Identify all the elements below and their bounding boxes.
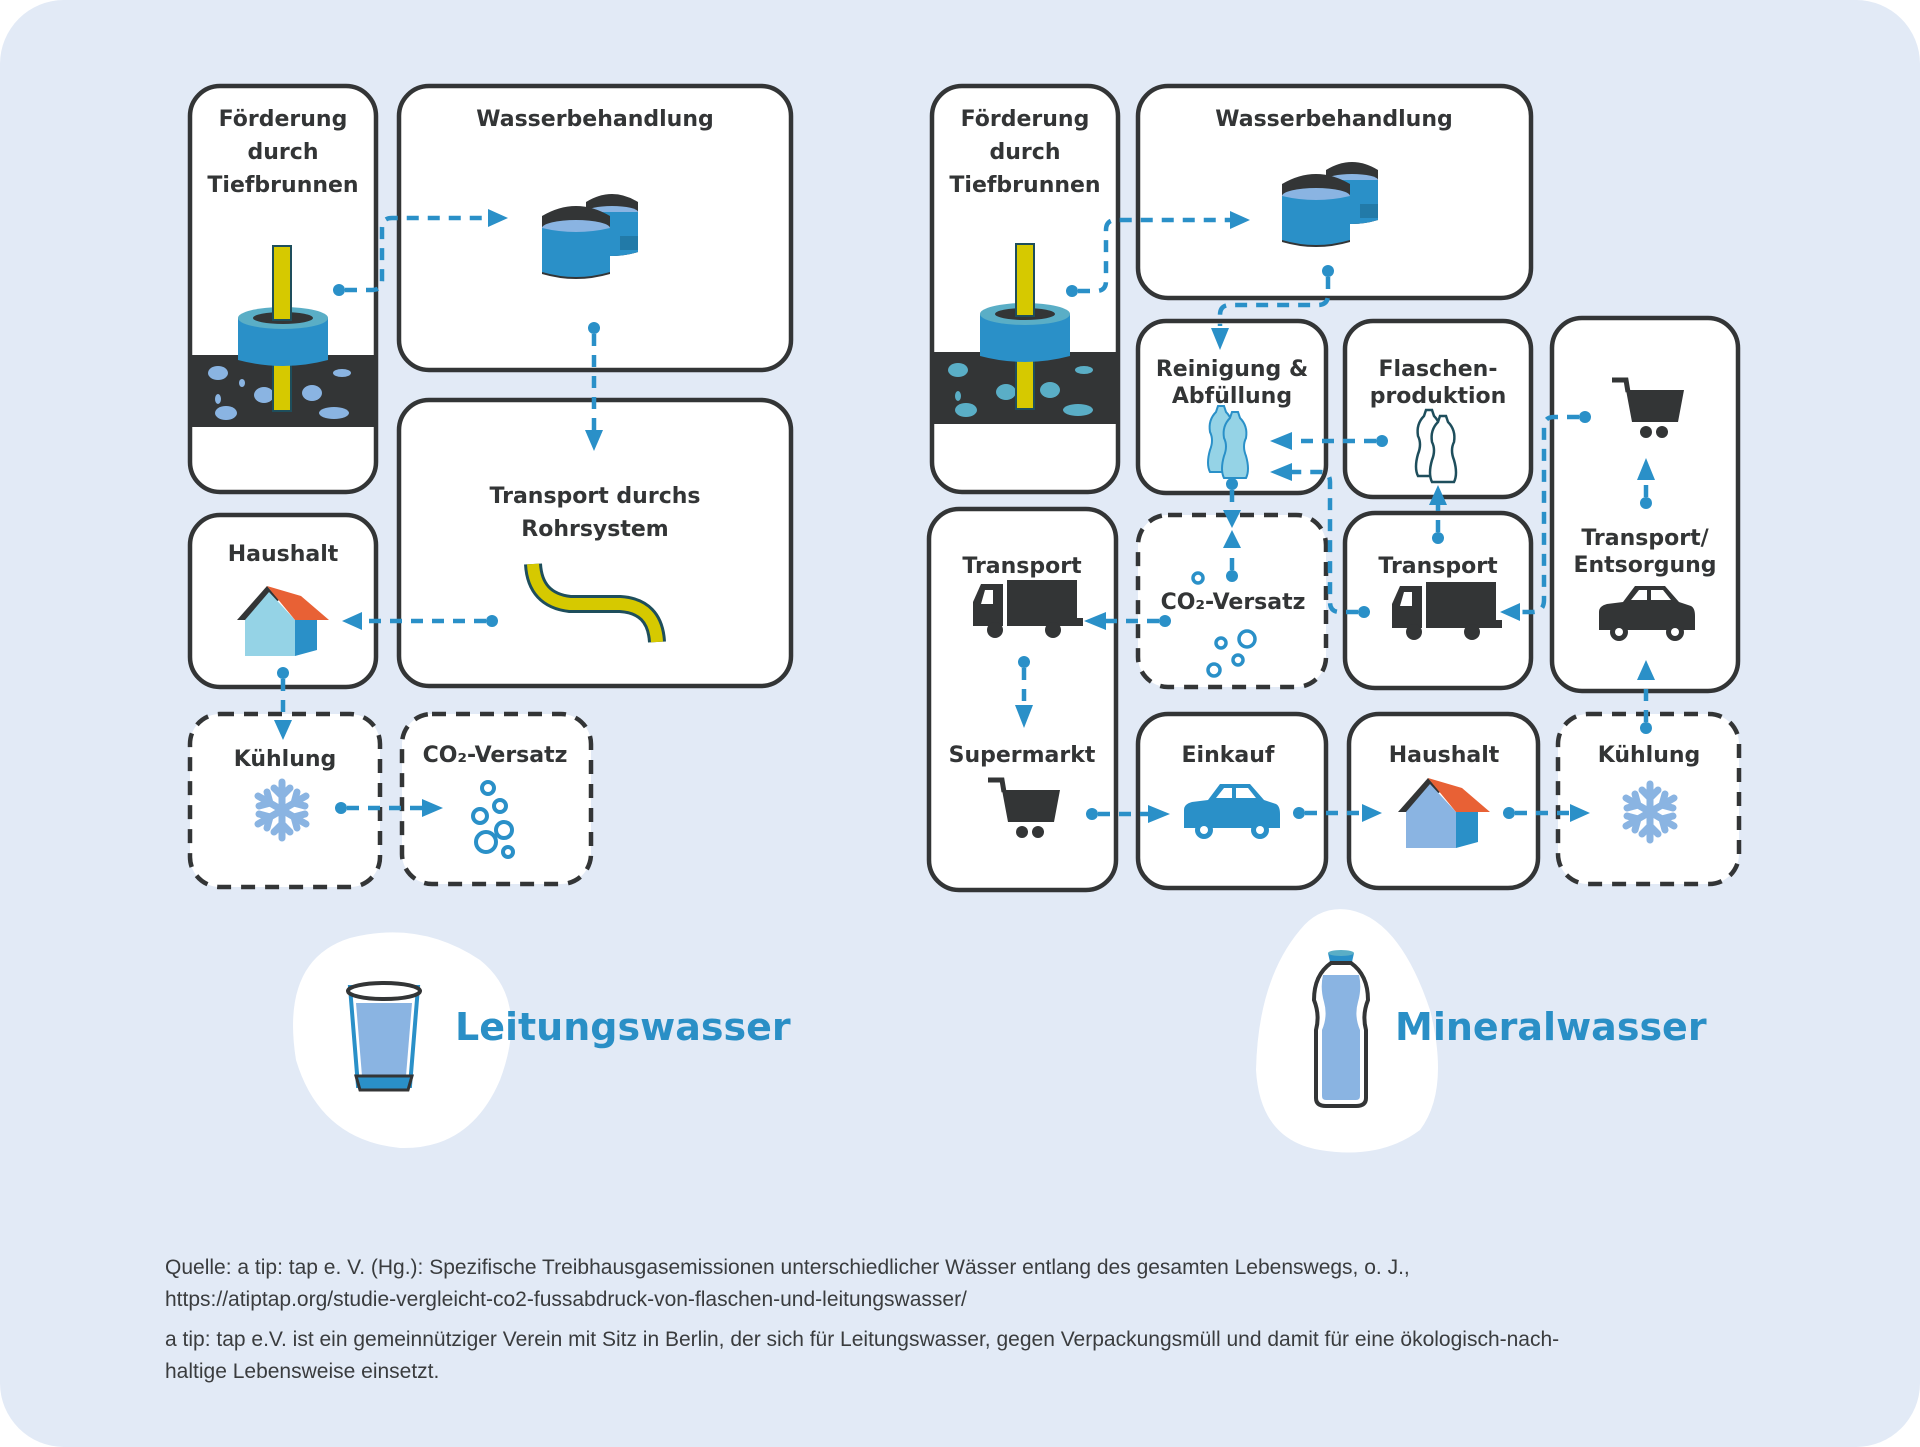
- step-label: Rohrsystem: [521, 517, 668, 542]
- step-household: Haushalt: [1346, 711, 1541, 891]
- step-label: Wasserbehandlung: [476, 107, 714, 132]
- step-label: CO₂-Versatz: [1161, 590, 1306, 615]
- step-label: Transport/: [1581, 526, 1709, 551]
- step-carbonation: CO₂-Versatz: [399, 711, 594, 887]
- step-household: Haushalt: [187, 512, 379, 690]
- step-label: Haushalt: [228, 542, 339, 567]
- step-label: Transport: [1378, 554, 1498, 579]
- step-label: Transport durchs: [490, 484, 701, 509]
- deep-well-icon: [932, 243, 1118, 424]
- step-treatment: Wasserbehandlung: [1135, 83, 1534, 301]
- step-extraction: Förderung durch Tiefbrunnen: [929, 83, 1121, 495]
- source-url[interactable]: https://atiptap.org/studie-vergleicht-co…: [165, 1288, 967, 1311]
- step-label: Förderung: [219, 107, 348, 132]
- step-cooling: Kühlung: [1555, 711, 1742, 887]
- step-label: CO₂-Versatz: [423, 743, 568, 768]
- step-label: Haushalt: [1389, 743, 1500, 768]
- step-label: Einkauf: [1182, 743, 1275, 768]
- step-label: durch: [990, 140, 1061, 165]
- flow-arrows: [274, 209, 603, 817]
- step-label: Tiefbrunnen: [949, 173, 1100, 198]
- step-cleaning-filling: Reinigung & Abfüllung: [1135, 318, 1329, 496]
- step-label: Wasserbehandlung: [1215, 107, 1453, 132]
- step-label: Kühlung: [234, 747, 337, 772]
- step-label: Supermarkt: [949, 743, 1096, 768]
- note-line: haltige Lebensweise einsetzt.: [165, 1360, 440, 1383]
- note-line: a tip: tap e.V. ist ein gemeinnütziger V…: [165, 1328, 1560, 1351]
- step-label: Reinigung &: [1156, 357, 1308, 382]
- step-transport-bottles: Transport: [1342, 510, 1534, 691]
- source-citation: Quelle: a tip: tap e. V. (Hg.): Spezifis…: [165, 1252, 1785, 1316]
- source-line: Quelle: a tip: tap e. V. (Hg.): Spezifis…: [165, 1256, 1410, 1279]
- flow-arrows: [1015, 211, 1655, 823]
- mineral-water-diagram: Förderung durch Tiefbrunnen: [926, 83, 1742, 893]
- step-label: Kühlung: [1598, 743, 1701, 768]
- step-label: Transport: [962, 554, 1082, 579]
- step-label: Förderung: [961, 107, 1090, 132]
- step-label: Tiefbrunnen: [207, 173, 358, 198]
- step-label: Abfüllung: [1172, 384, 1292, 409]
- tap-water-title: Leitungswasser: [455, 1005, 791, 1049]
- step-pipe-transport: Transport durchs Rohrsystem: [396, 397, 794, 689]
- step-cooling: Kühlung: [187, 711, 383, 890]
- step-label: produktion: [1370, 384, 1507, 409]
- water-bottle-icon: [1311, 950, 1371, 1108]
- tap-water-diagram: Förderung durch Tiefbrunnen Wasserbehand…: [187, 83, 794, 890]
- step-label: Entsorgung: [1573, 553, 1716, 578]
- step-carbonation: CO₂-Versatz: [1135, 512, 1329, 690]
- footer: Quelle: a tip: tap e. V. (Hg.): Spezifis…: [165, 1252, 1785, 1396]
- step-purchase: Einkauf: [1135, 711, 1329, 891]
- organization-note: a tip: tap e.V. ist ein gemeinnütziger V…: [165, 1324, 1785, 1388]
- tap-water-title-group: Leitungswasser: [293, 932, 791, 1149]
- step-treatment: Wasserbehandlung: [396, 83, 794, 373]
- water-glass-icon: [346, 981, 422, 1092]
- step-label: durch: [248, 140, 319, 165]
- bubbles-icon: [1191, 571, 1257, 678]
- mineral-water-title: Mineralwasser: [1395, 1005, 1707, 1049]
- deep-well-icon: [192, 245, 378, 427]
- mineral-water-title-group: Mineralwasser: [1256, 909, 1707, 1153]
- step-bottle-production: Flaschen- produktion: [1342, 318, 1534, 500]
- step-label: Flaschen-: [1379, 357, 1498, 382]
